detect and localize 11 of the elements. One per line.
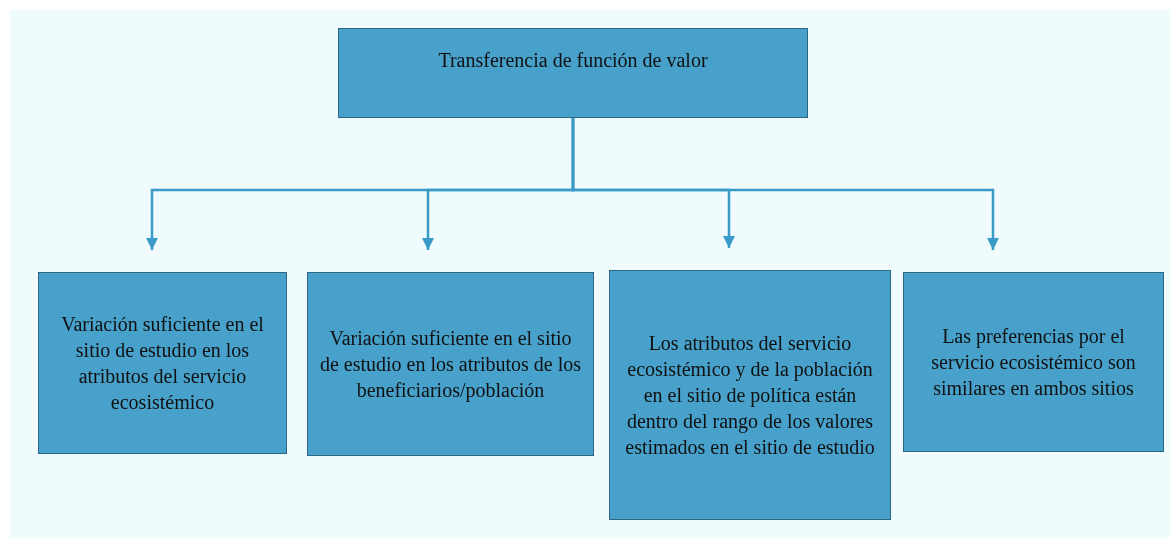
title-box	[338, 28, 808, 118]
condition-box	[609, 270, 891, 520]
condition-box	[307, 272, 594, 456]
connector-arrow	[571, 118, 999, 250]
condition-box	[903, 272, 1164, 452]
box-text: Variación suficiente en el sitio de estudio en los atributos del servicio ecosistémico	[60, 312, 265, 415]
box-text: Variación suficiente en el sitio de estudio en los atributos de los beneficiarios/población	[318, 326, 583, 403]
box-text: Transferencia de función de valor	[438, 48, 708, 73]
box-text: Las preferencias por el servicio ecosistémico son similares en ambos sitios	[930, 324, 1137, 401]
condition-box	[38, 272, 287, 454]
box-text: Los atributos del servicio ecosistémico y de la población en el sitio de política están dentro del rango de los valores estimados en el sitio de estudio	[624, 331, 876, 460]
